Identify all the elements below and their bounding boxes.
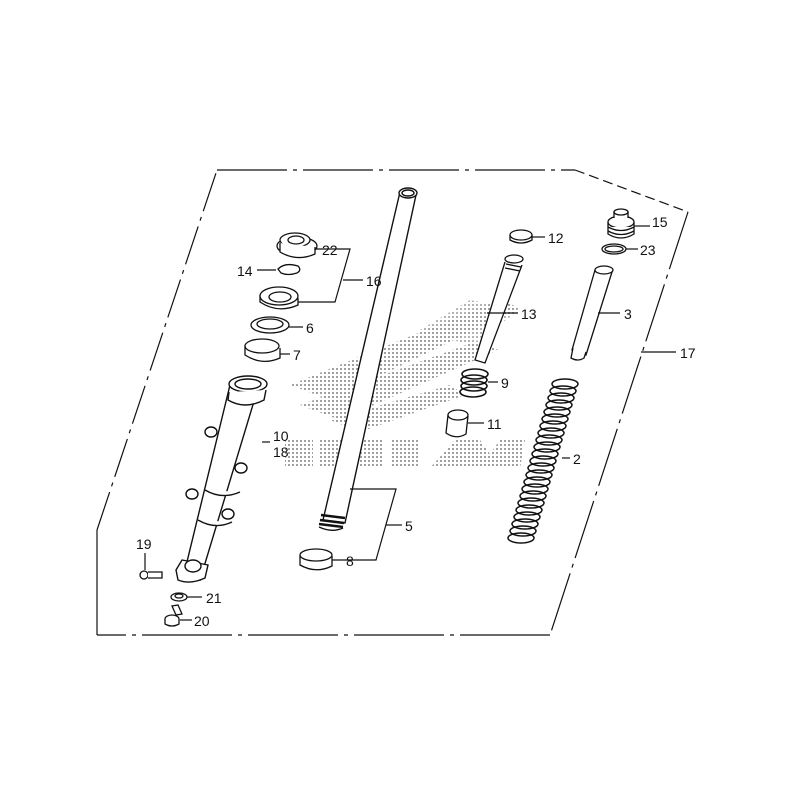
part-23-o-ring	[601, 243, 627, 255]
callout-12: 12	[548, 230, 564, 246]
callout-11: 11	[487, 416, 502, 432]
callout-7: 7	[293, 347, 301, 363]
part-11-oil-lock-piece	[445, 409, 469, 438]
callout-14: 14	[237, 263, 253, 279]
callout-17: 17	[680, 345, 696, 361]
part-19-axle-clamp-bolt	[139, 570, 163, 580]
callout-23: 23	[640, 242, 656, 258]
part-6-backup-ring	[250, 316, 290, 334]
part-2-fork-spring	[507, 378, 579, 544]
callout-6: 6	[306, 320, 314, 336]
leader-lines	[144, 225, 676, 621]
callout-13: 13	[521, 306, 537, 322]
assembly-frame	[96, 169, 689, 636]
callout-19: 19	[136, 536, 152, 552]
callout-3: 3	[624, 306, 632, 322]
callout-20: 20	[194, 613, 210, 629]
callout-5: 5	[405, 518, 413, 534]
honda-text-watermark	[285, 440, 525, 468]
part-12-piston-ring	[509, 229, 533, 244]
part-10-18-fork-slider	[175, 375, 268, 583]
honda-wing-watermark	[285, 300, 525, 468]
callout-21: 21	[206, 590, 222, 606]
part-14-stopper-ring	[277, 263, 301, 276]
callout-16: 16	[366, 273, 382, 289]
callout-10: 10	[273, 428, 289, 444]
part-20-socket-bolt	[164, 604, 183, 627]
callout-9: 9	[501, 375, 509, 391]
part-22-dust-seal	[276, 232, 318, 259]
callout-2: 2	[573, 451, 581, 467]
callout-15: 15	[652, 214, 668, 230]
part-7-slider-bushing	[244, 338, 281, 362]
part-21-sealing-washer	[170, 592, 188, 602]
callout-18: 18	[273, 444, 289, 460]
part-8-guide-bushing	[299, 548, 333, 571]
callout-22: 22	[322, 242, 338, 258]
callout-8: 8	[346, 553, 354, 569]
part-9-rebound-spring	[459, 368, 489, 398]
part-5-fork-pipe	[318, 187, 418, 531]
part-16-oil-seal	[259, 286, 299, 310]
part-15-fork-bolt	[607, 208, 635, 239]
